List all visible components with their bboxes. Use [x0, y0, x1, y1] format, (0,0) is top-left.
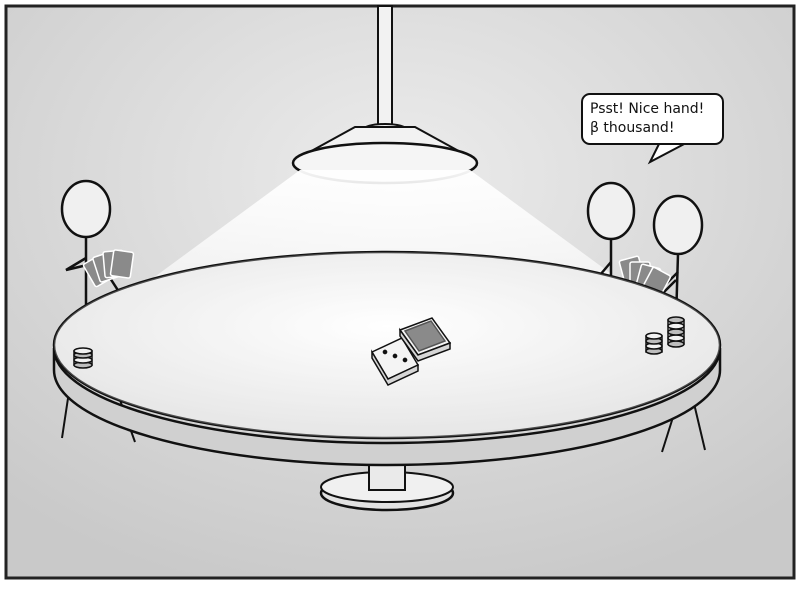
player-right-back [586, 181, 636, 290]
card-deck-icon [370, 337, 420, 386]
speech-bubble-line-1: Psst! Nice hand! [590, 101, 705, 117]
chip-stack-icon [667, 316, 685, 348]
speech-bubble-line-2: β thousand! [590, 120, 675, 136]
chip-stack-icon [73, 347, 93, 369]
chip-stack-icon [645, 332, 663, 355]
hand-of-cards-right [618, 255, 671, 300]
card-deck-icon [398, 317, 452, 362]
hand-of-cards-left [82, 249, 135, 288]
speech-bubble: Psst! Nice hand! β thousand! [581, 93, 724, 145]
lamp-icon [291, 5, 479, 185]
